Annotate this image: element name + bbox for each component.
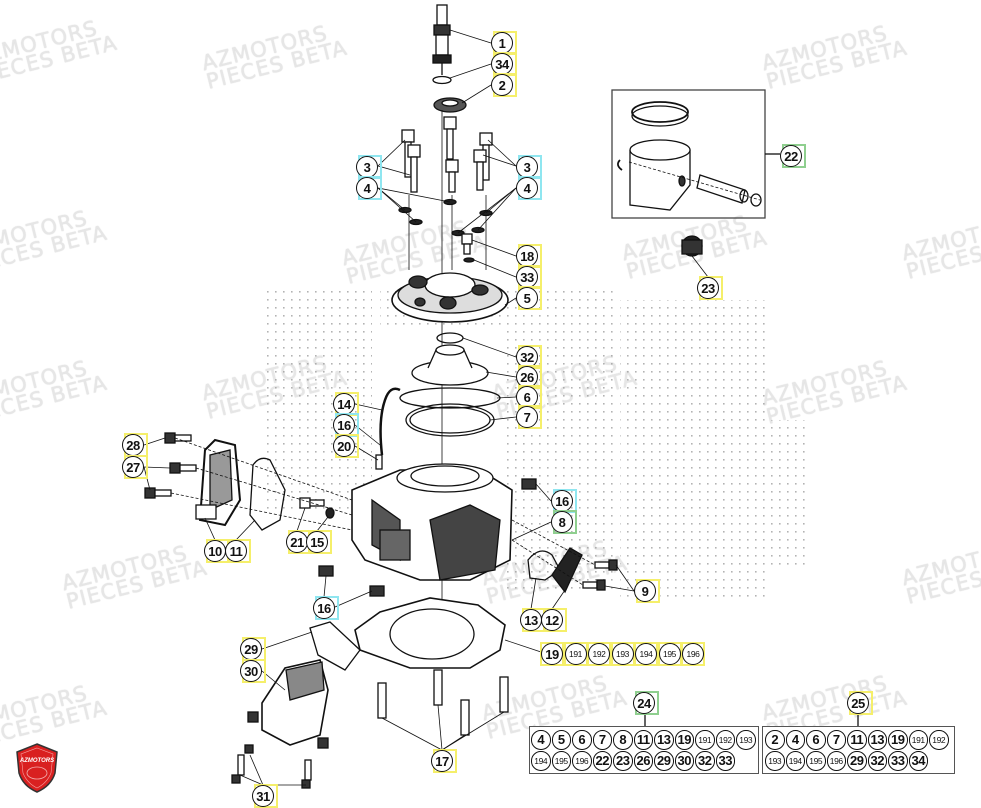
power-valve-housing-icon	[247, 659, 329, 749]
callout-part-195[interactable]: 195	[658, 643, 681, 665]
kit-part-13[interactable]: 13	[654, 730, 674, 750]
callout-part-15[interactable]: 15	[306, 531, 328, 553]
kit-part-8[interactable]: 8	[613, 730, 633, 750]
callout-part-193[interactable]: 193	[611, 643, 634, 665]
head-insert-icon	[411, 344, 489, 386]
callout-part-11[interactable]: 11	[225, 540, 247, 562]
callout-part-4[interactable]: 4	[356, 177, 378, 199]
kit-part-19[interactable]: 19	[674, 730, 694, 750]
callout-part-192[interactable]: 192	[588, 643, 610, 665]
cylinder-head-icon	[391, 272, 509, 323]
kit-part-22[interactable]: 22	[592, 751, 612, 771]
kit-part-5[interactable]: 5	[551, 730, 571, 750]
callout-part-20[interactable]: 20	[333, 435, 355, 457]
kit-part-33[interactable]: 33	[715, 751, 735, 771]
kit-part-30[interactable]: 30	[674, 751, 694, 771]
kit-part-196[interactable]: 196	[572, 751, 592, 771]
callout-part-12[interactable]: 12	[541, 609, 563, 631]
callout-part-16[interactable]: 16	[333, 414, 355, 436]
callout-part-24[interactable]: 24	[633, 692, 655, 714]
callout-part-10[interactable]: 10	[204, 540, 226, 562]
callout-part-33[interactable]: 33	[516, 266, 538, 288]
callout-part-7[interactable]: 7	[516, 406, 538, 428]
callout-part-21[interactable]: 21	[286, 531, 308, 553]
kit-part-11[interactable]: 11	[847, 730, 867, 750]
callout-part-16[interactable]: 16	[551, 490, 573, 512]
kit-part-6[interactable]: 6	[806, 730, 826, 750]
callout-part-19[interactable]: 19	[541, 643, 563, 665]
kit-part-7[interactable]: 7	[592, 730, 612, 750]
callout-part-8[interactable]: 8	[551, 511, 573, 533]
kit-part-6[interactable]: 6	[572, 730, 592, 750]
kit-part-29[interactable]: 29	[654, 751, 674, 771]
kit-part-193[interactable]: 193	[736, 730, 756, 750]
kit-part-32[interactable]: 32	[695, 751, 715, 771]
kit-part-192[interactable]: 192	[929, 730, 949, 750]
kit-part-194[interactable]: 194	[785, 751, 805, 771]
azmotors-logo-icon: AZMOTORS	[16, 743, 58, 793]
callout-part-23[interactable]: 23	[697, 277, 719, 299]
spark-plug-icon	[432, 4, 452, 75]
callout-part-3[interactable]: 3	[516, 156, 538, 178]
callout-part-194[interactable]: 194	[635, 643, 657, 665]
kit-part-191[interactable]: 191	[908, 730, 928, 750]
kit-part-13[interactable]: 13	[867, 730, 887, 750]
kit-part-33[interactable]: 33	[888, 751, 908, 771]
callout-part-14[interactable]: 14	[333, 393, 355, 415]
callout-part-32[interactable]: 32	[516, 346, 538, 368]
kit-part-11[interactable]: 11	[633, 730, 653, 750]
callout-part-31[interactable]: 31	[252, 785, 274, 807]
callout-part-30[interactable]: 30	[240, 660, 262, 682]
callout-part-25[interactable]: 25	[847, 692, 869, 714]
kit-part-4[interactable]: 4	[785, 730, 805, 750]
kit-part-4[interactable]: 4	[531, 730, 551, 750]
svg-text:AZMOTORS: AZMOTORS	[19, 758, 54, 764]
callout-part-5[interactable]: 5	[516, 287, 538, 309]
callout-part-17[interactable]: 17	[431, 750, 453, 772]
kit-part-23[interactable]: 23	[613, 751, 633, 771]
callout-part-9[interactable]: 9	[634, 580, 656, 602]
kit-part-2[interactable]: 2	[765, 730, 785, 750]
kit-part-191[interactable]: 191	[695, 730, 715, 750]
callout-part-18[interactable]: 18	[516, 245, 538, 267]
callout-part-27[interactable]: 27	[122, 456, 144, 478]
kit-part-19[interactable]: 19	[888, 730, 908, 750]
callout-part-13[interactable]: 13	[520, 609, 542, 631]
callout-part-34[interactable]: 34	[491, 53, 513, 75]
kit-part-194[interactable]: 194	[531, 751, 551, 771]
callout-part-28[interactable]: 28	[122, 434, 144, 456]
kit-part-34[interactable]: 34	[908, 751, 928, 771]
callout-part-4[interactable]: 4	[516, 177, 538, 199]
callout-part-22[interactable]: 22	[780, 145, 802, 167]
callout-part-16[interactable]: 16	[313, 597, 335, 619]
callout-part-1[interactable]: 1	[491, 32, 513, 54]
cylinder-block-icon	[351, 463, 513, 581]
kit-part-195[interactable]: 195	[806, 751, 826, 771]
callout-part-196[interactable]: 196	[682, 643, 704, 665]
kit-part-7[interactable]: 7	[826, 730, 846, 750]
exhaust-valve-cover-icon	[195, 438, 242, 527]
kit-part-195[interactable]: 195	[551, 751, 571, 771]
callout-part-29[interactable]: 29	[240, 638, 262, 660]
kit-part-26[interactable]: 26	[633, 751, 653, 771]
callout-part-3[interactable]: 3	[356, 156, 378, 178]
kit-part-196[interactable]: 196	[826, 751, 846, 771]
kit-part-32[interactable]: 32	[867, 751, 887, 771]
callout-part-2[interactable]: 2	[491, 74, 513, 96]
callout-part-191[interactable]: 191	[564, 643, 587, 665]
kit-part-193[interactable]: 193	[765, 751, 785, 771]
kit-part-29[interactable]: 29	[847, 751, 867, 771]
callout-part-6[interactable]: 6	[516, 386, 538, 408]
kit-part-192[interactable]: 192	[715, 730, 735, 750]
